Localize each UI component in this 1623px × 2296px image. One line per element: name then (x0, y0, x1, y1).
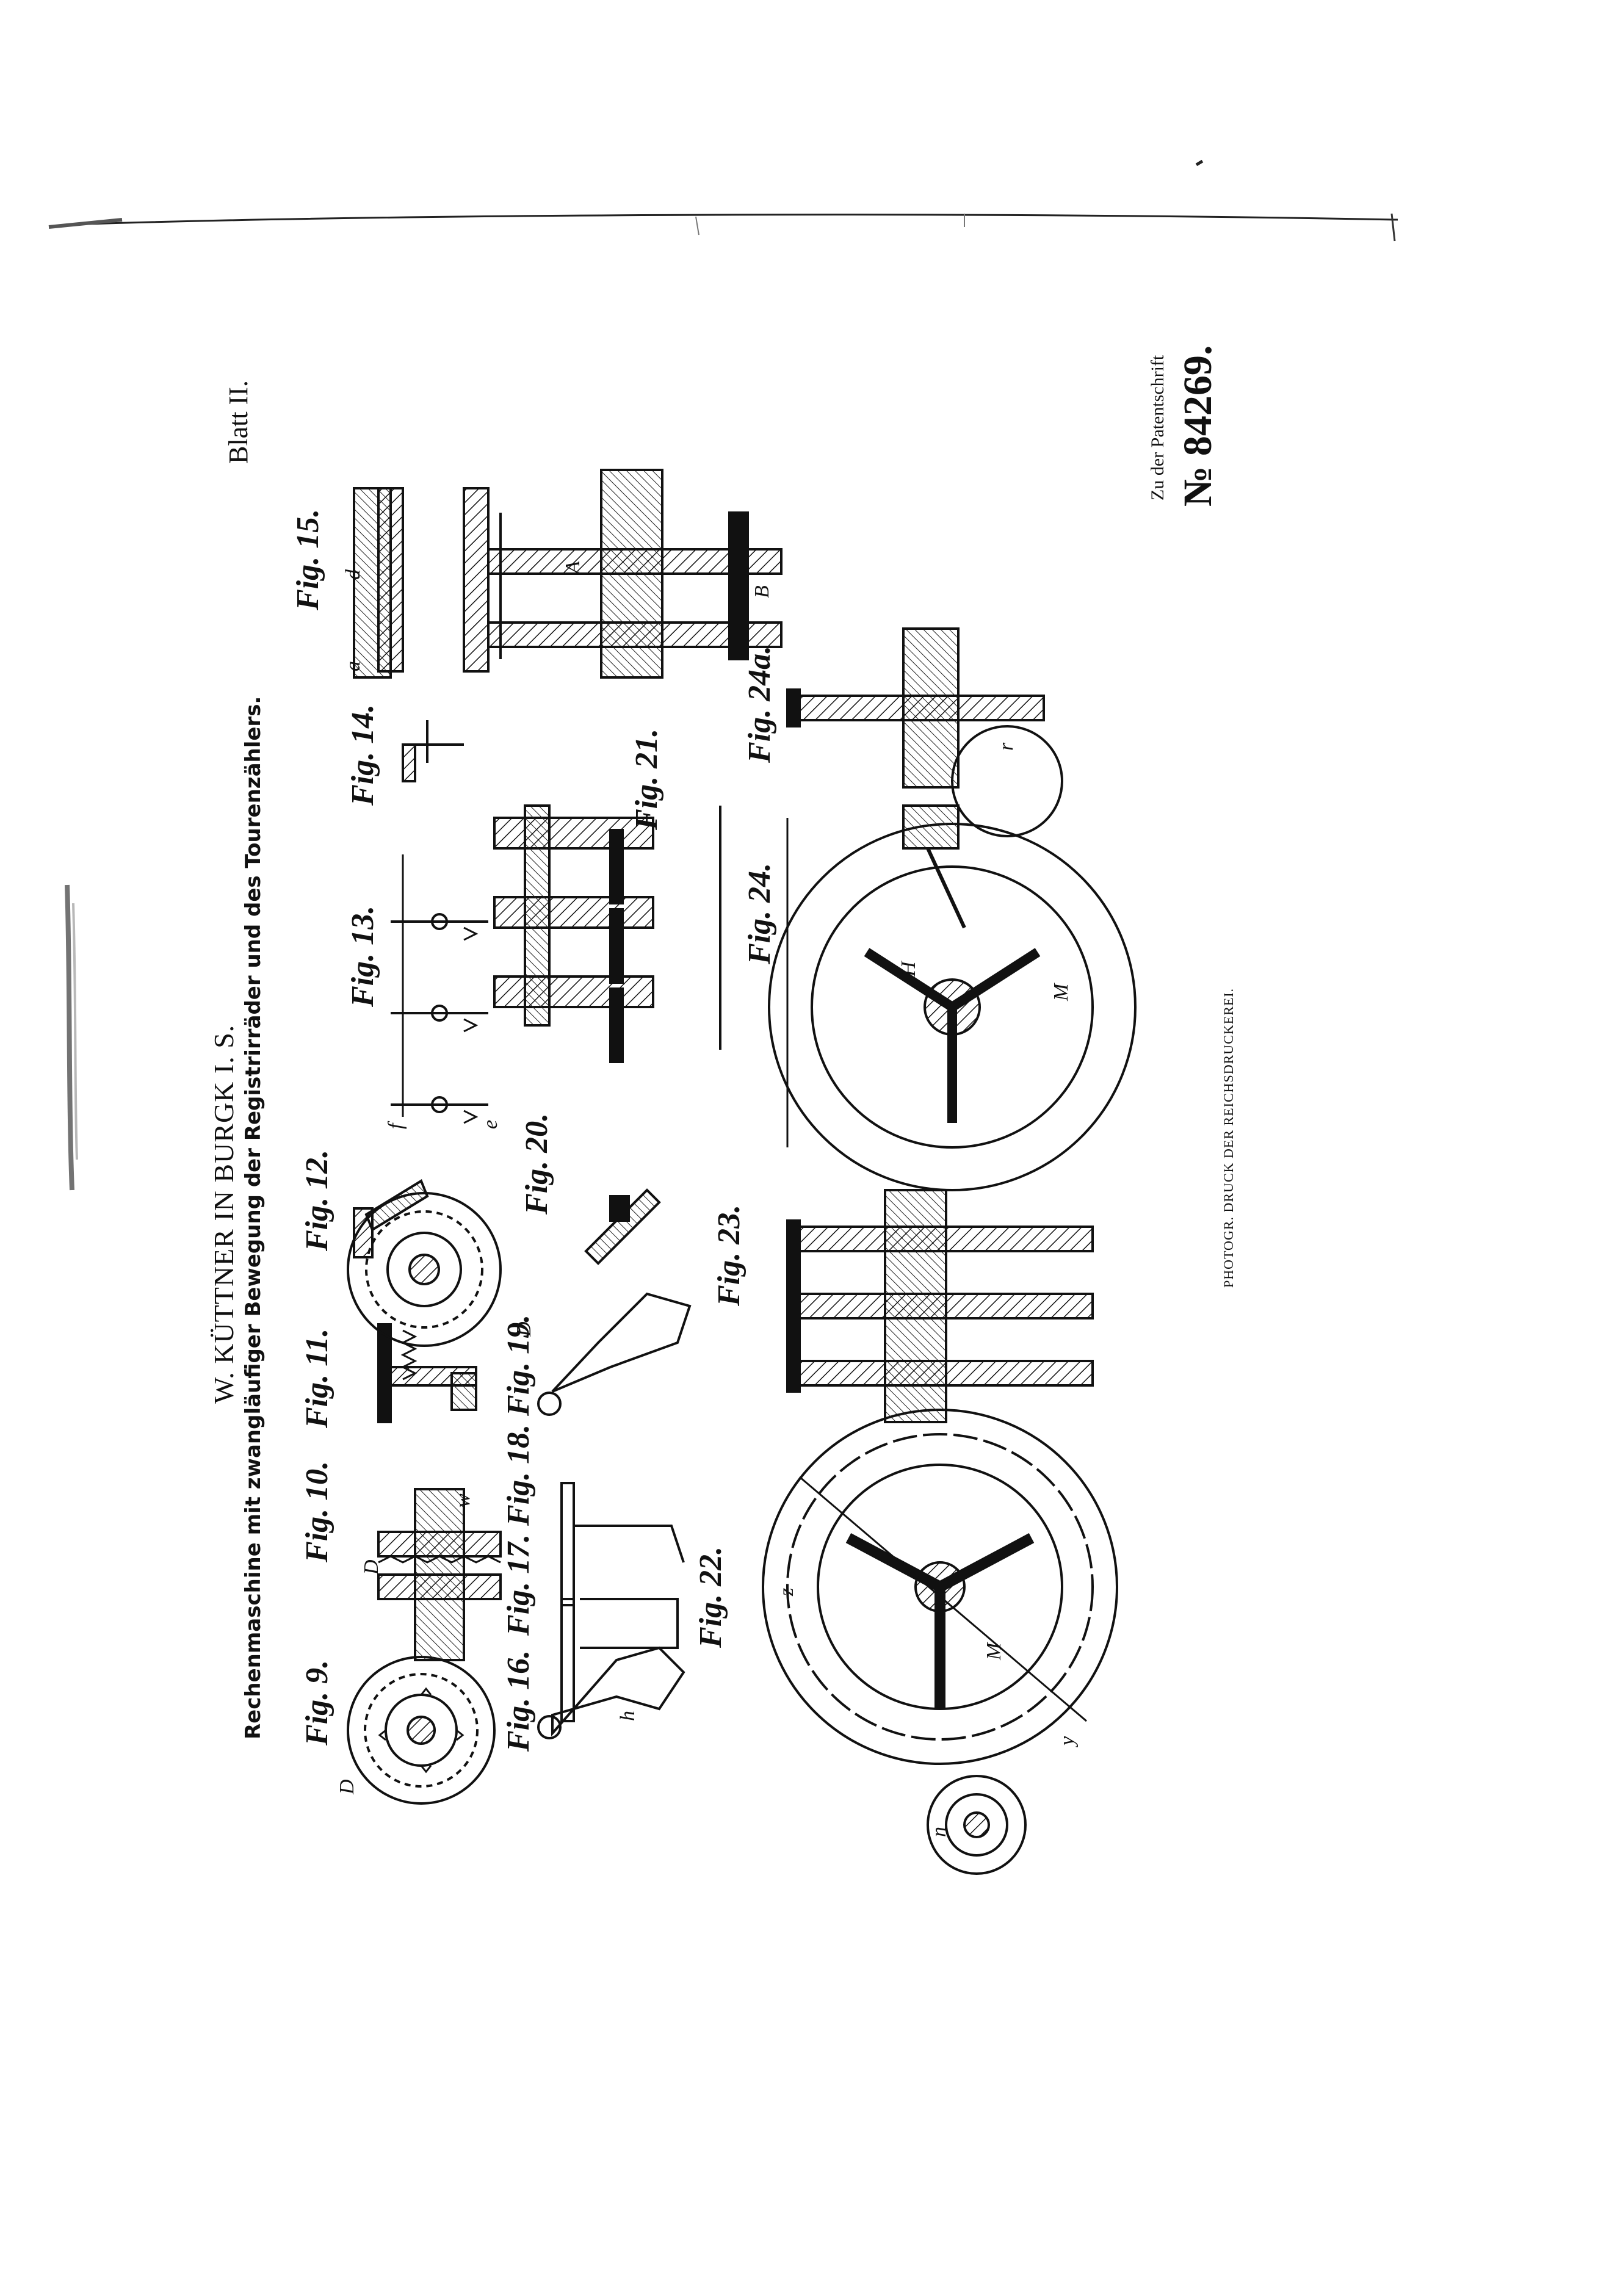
letter-B-fig15: B (751, 585, 773, 598)
letter-e-fig13: e (479, 1119, 502, 1129)
letter-H-fig24: H (897, 961, 920, 977)
fig-13-drawing (391, 854, 488, 1124)
letter-A-fig15: A (562, 561, 584, 574)
fig-9-drawing (347, 1656, 496, 1805)
letter-M-fig24: M (1050, 983, 1072, 1001)
letter-f-fig13: f (385, 1123, 407, 1129)
fig-23-drawing (786, 1189, 1094, 1423)
letter-h-fig16: h (616, 1711, 639, 1721)
letter-n-fig22: n (928, 1827, 950, 1837)
binding-edge-smudge (65, 884, 78, 1191)
letter-z-fig22: z (775, 1587, 798, 1596)
fig-12-drawing (347, 1179, 502, 1347)
letter-y-fig22: y (1056, 1736, 1079, 1745)
letter-M-fig22: M (983, 1642, 1005, 1660)
fig-21-drawing (493, 804, 721, 1063)
fig-11-drawing (377, 1323, 477, 1423)
letter-w-fig10: w (452, 1493, 474, 1507)
letter-D-fig12: D (513, 1321, 535, 1337)
fig-24a-drawing (786, 627, 1045, 789)
fig-15-drawing (353, 469, 783, 679)
letter-a-fig15: a (342, 661, 364, 671)
fig-16-19-drawing (537, 1292, 692, 1739)
fig-14-drawing (402, 720, 464, 782)
letter-d-fig15: d (342, 569, 364, 580)
fig-10-drawing (377, 1488, 502, 1661)
fig-22-drawing (762, 1409, 1118, 1875)
fig-20-drawing (584, 1188, 661, 1265)
scan-edge-line (48, 159, 1398, 242)
letter-D-fig9: D (336, 1779, 358, 1794)
fig-24-drawing (768, 725, 1137, 1191)
letter-r-fig24: r (995, 742, 1018, 751)
letter-D-fig10: D (360, 1559, 383, 1575)
